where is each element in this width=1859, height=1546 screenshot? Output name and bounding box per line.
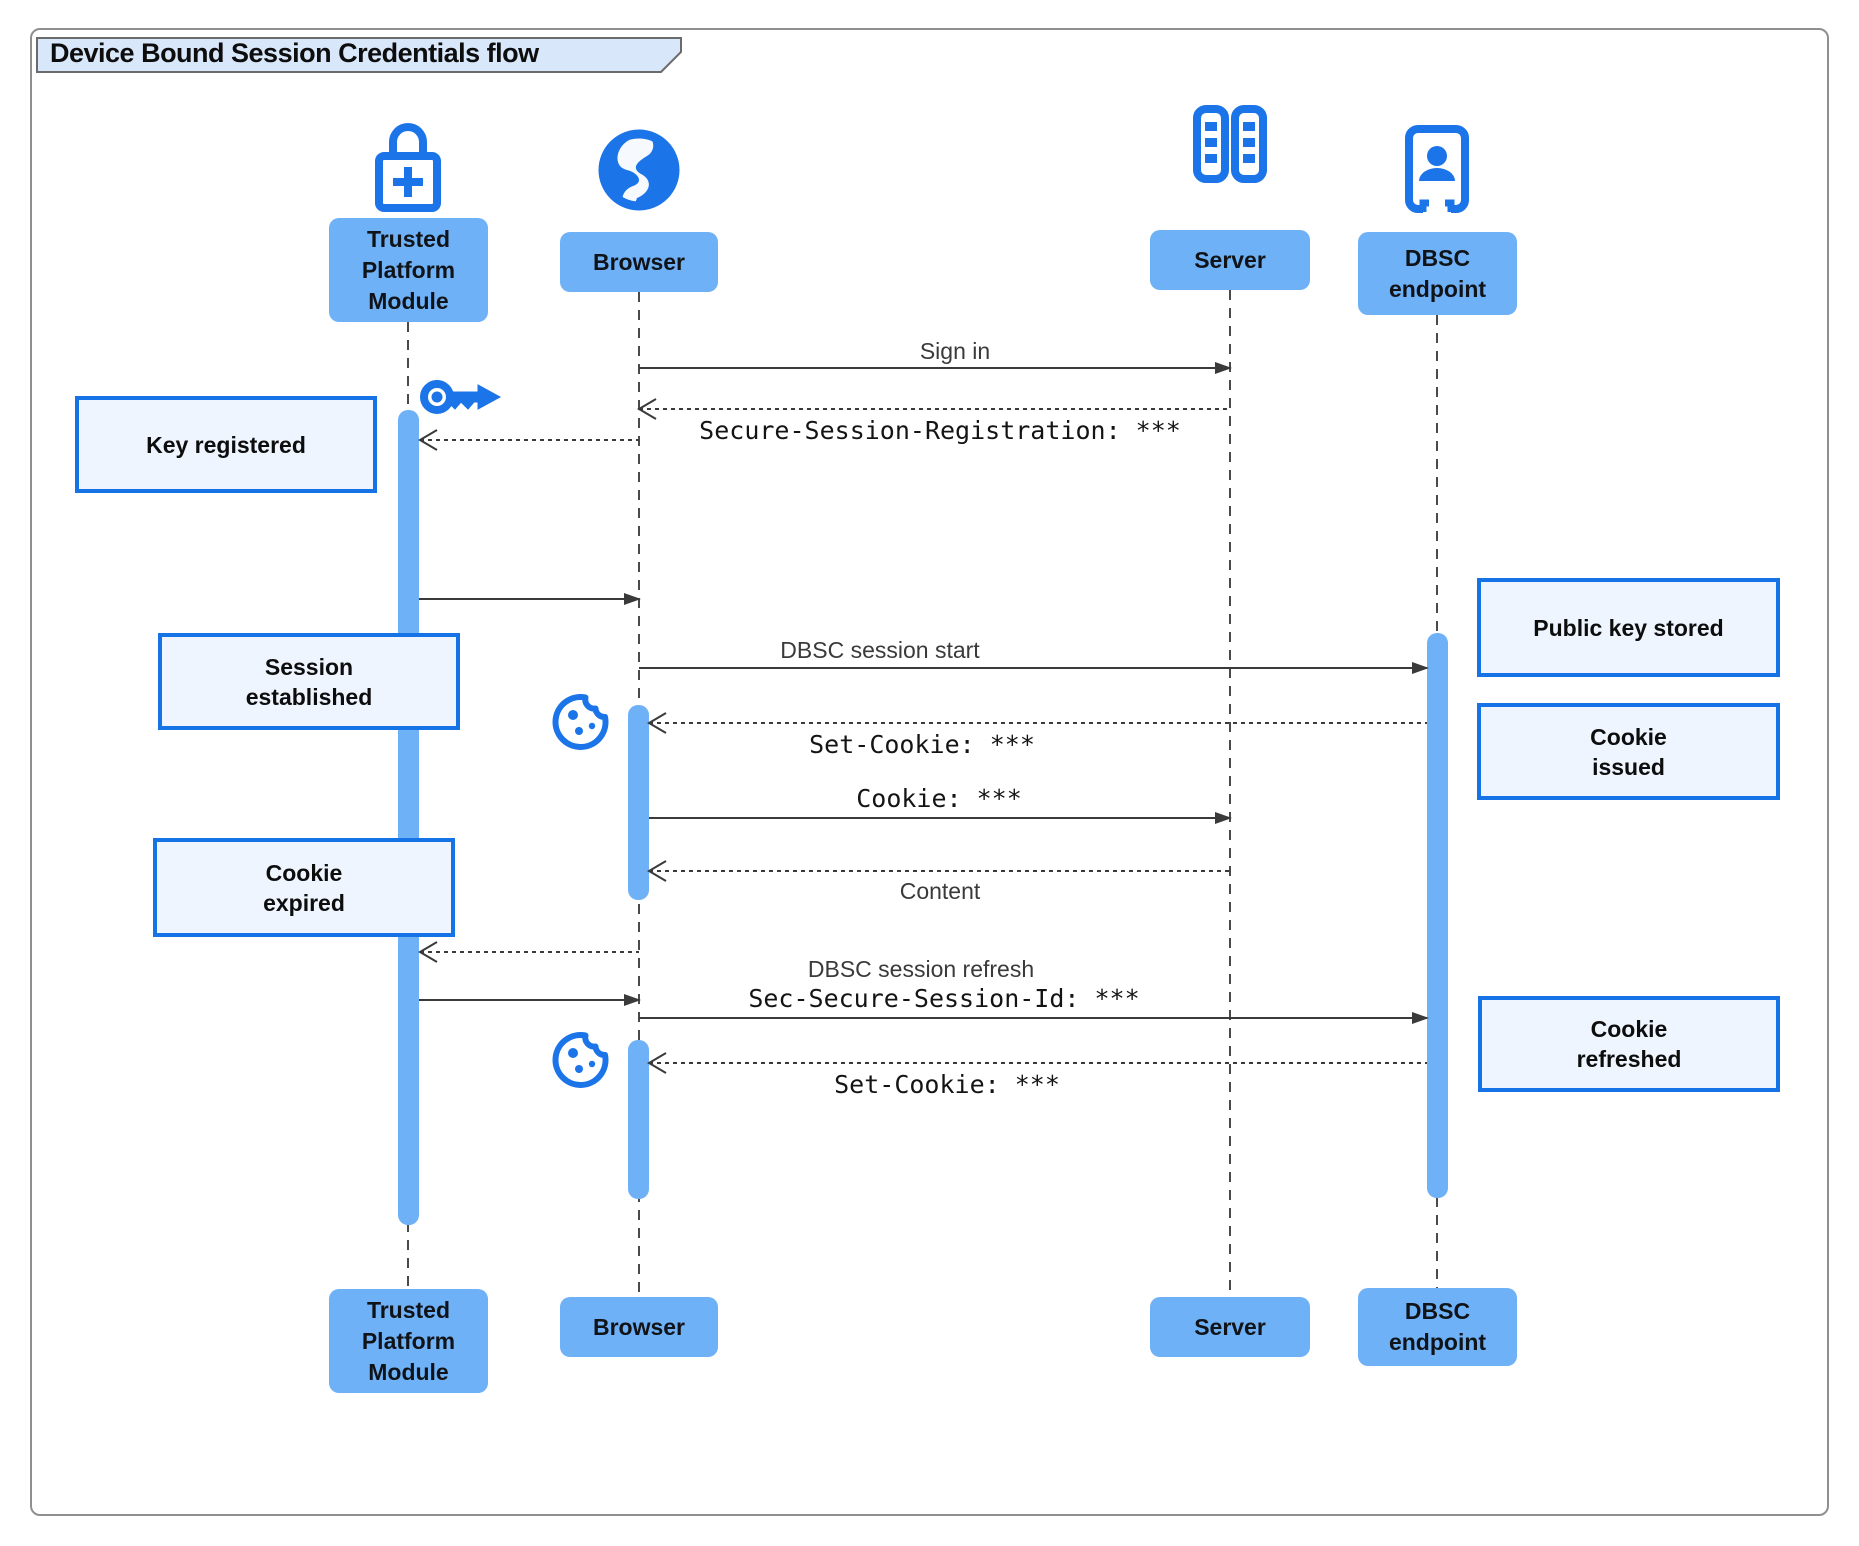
server-racks-icon [1193, 105, 1267, 183]
activation-bar-dbsc [1427, 633, 1448, 1198]
message-secure-session-registration: Secure-Session-Registration: *** [699, 416, 1181, 445]
actor-label-server-bottom: Server [1150, 1297, 1310, 1357]
activation-bar-tpm [398, 410, 419, 1225]
arrowhead-icon [624, 994, 641, 1006]
note-cookie-refreshed: Cookie refreshed [1478, 996, 1780, 1092]
arrow-signature-ready [419, 994, 641, 1006]
note-public-key-stored: Public key stored [1477, 578, 1780, 677]
open-arrowhead-icon [647, 860, 667, 882]
diagram-title-tab: Device Bound Session Credentials flow [36, 37, 686, 74]
message-dbsc-session-start: DBSC session start [780, 637, 980, 663]
open-arrowhead-icon [637, 398, 657, 420]
arrow-dbsc-session-refresh [639, 1012, 1429, 1024]
diagram-title: Device Bound Session Credentials flow [50, 38, 539, 68]
arrow-content [647, 860, 1230, 882]
title-tab-shape [36, 37, 682, 73]
message-sec-secure-session-id: Sec-Secure-Session-Id: *** [748, 984, 1140, 1013]
arrow-secure-session-registration [637, 398, 1230, 420]
lifeline-server [1229, 290, 1231, 1297]
cookie-icon [552, 1032, 609, 1088]
arrow-register-key [418, 429, 639, 451]
open-arrowhead-icon [418, 941, 438, 963]
arrowhead-icon [1215, 812, 1232, 824]
cookie-icon [552, 694, 609, 750]
note-key-registered: Key registered [75, 396, 377, 493]
actor-label-server-top: Server [1150, 230, 1310, 290]
message-sign-in: Sign in [919, 338, 991, 364]
message-set-cookie-2: Set-Cookie: *** [834, 1070, 1060, 1099]
actor-label-browser-top: Browser [560, 232, 718, 292]
message-dbsc-session-refresh: DBSC session refresh [807, 956, 1035, 982]
open-arrowhead-icon [418, 429, 438, 451]
note-cookie-expired: Cookie expired [153, 838, 455, 937]
lock-plus-icon [375, 123, 441, 212]
arrowhead-icon [624, 593, 641, 605]
open-arrowhead-icon [647, 1052, 667, 1074]
arrowhead-icon [1215, 362, 1232, 374]
note-cookie-issued: Cookie issued [1477, 703, 1780, 800]
arrow-cookie [649, 812, 1232, 824]
actor-label-tpm-top: Trusted Platform Module [329, 218, 488, 322]
activation-bar-browser-1 [628, 705, 649, 900]
activation-bar-browser-2 [628, 1040, 649, 1199]
actor-label-browser-bottom: Browser [560, 1297, 718, 1357]
actor-label-dbsc-top: DBSC endpoint [1358, 232, 1517, 315]
arrow-request-signature [418, 941, 639, 963]
arrowhead-icon [1412, 662, 1429, 674]
person-door-icon [1405, 125, 1469, 214]
arrow-key-ready [419, 593, 641, 605]
message-content: Content [899, 878, 981, 904]
open-arrowhead-icon [647, 712, 667, 734]
arrow-set-cookie-2 [647, 1052, 1427, 1074]
globe-icon [598, 129, 680, 211]
arrowhead-icon [1412, 1012, 1429, 1024]
actor-label-dbsc-bottom: DBSC endpoint [1358, 1288, 1517, 1366]
arrow-dbsc-session-start [639, 662, 1429, 674]
actor-label-tpm-bottom: Trusted Platform Module [329, 1289, 488, 1393]
message-cookie: Cookie: *** [856, 784, 1022, 813]
note-session-established: Session established [158, 633, 460, 730]
message-set-cookie-1: Set-Cookie: *** [809, 730, 1035, 759]
arrow-sign-in [639, 362, 1232, 374]
arrow-set-cookie-1 [647, 712, 1427, 734]
key-icon [420, 380, 502, 414]
